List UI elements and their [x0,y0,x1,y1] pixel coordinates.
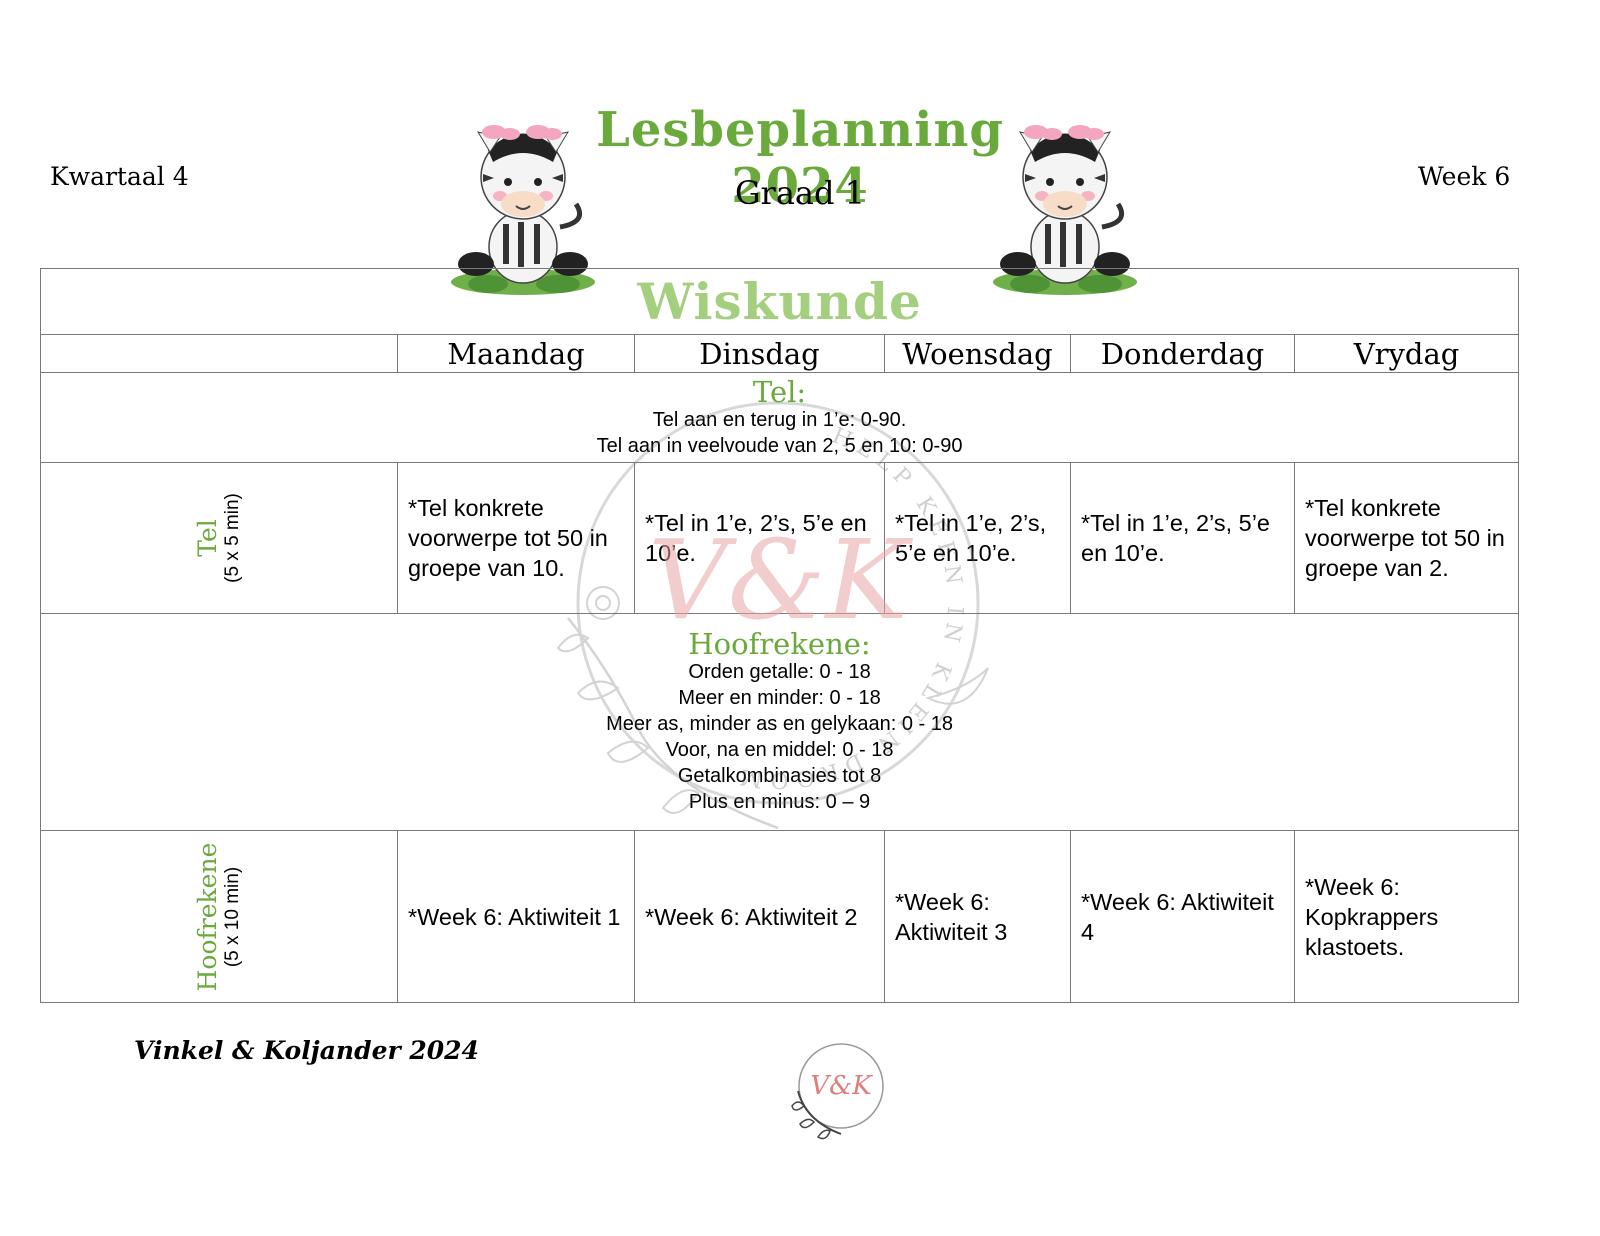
footer-credit: Vinkel & Koljander 2024 [134,1036,479,1065]
day-header-vrydag: Vrydag [1293,334,1520,373]
hoofrekene-banner-line: Plus en minus: 0 – 9 [688,791,871,813]
tel-banner-line: Tel aan in veelvoude van 2, 5 en 10: 0-9… [596,434,963,457]
hoofrekene-banner-line: Orden getalle: 0 - 18 [688,661,871,683]
row-label-duration: (5 x 5 min) [222,493,243,583]
hoofrekene-cell-maandag: *Week 6: Aktiwiteit 1 [397,830,635,1003]
tel-cell-dinsdag: *Tel in 1’e, 2’s, 5’e en 10’e. [634,462,885,614]
tel-banner-title: Tel: [752,374,807,409]
tel-banner-line: Tel aan en terug in 1’e: 0-90. [652,408,907,431]
header-corner-cell [40,334,398,373]
row-label-hoofrekene: Hoofrekene (5 x 10 min) [40,830,398,1003]
tel-cell-maandag: *Tel konkrete voorwerpe tot 50 in groepe… [397,462,635,614]
tel-cell-vrydag: *Tel konkrete voorwerpe tot 50 in groepe… [1293,462,1520,614]
subject-title: Wiskunde [39,268,1520,335]
hoofrekene-banner: Hoofrekene: Orden getalle: 0 - 18 Meer e… [39,613,1520,831]
grade-label: Graad 1 [734,174,866,212]
hoofrekene-banner-title: Hoofrekene: [688,627,871,661]
row-label-title: Tel [193,519,222,557]
hoofrekene-banner-line: Voor, na en middel: 0 - 18 [665,739,894,761]
row-label-tel: Tel (5 x 5 min) [40,462,398,614]
hoofrekene-banner-line: Meer en minder: 0 - 18 [678,687,881,709]
day-header-woensdag: Woensdag [884,334,1071,373]
tel-cell-donderdag: *Tel in 1’e, 2’s, 5’e en 10’e. [1070,462,1295,614]
tel-cell-woensdag: *Tel in 1’e, 2’s, 5’e en 10’e. [884,462,1071,614]
hoofrekene-banner-line: Meer as, minder as en gelykaan: 0 - 18 [606,713,953,735]
hoofrekene-cell-dinsdag: *Week 6: Aktiwiteit 2 [634,830,885,1003]
day-header-dinsdag: Dinsdag [634,334,885,373]
hoofrekene-cell-vrydag: *Week 6: Kopkrappers klastoets. [1293,830,1520,1003]
lesson-plan-table: Wiskunde Maandag Dinsdag Woensdag Donder… [39,268,1520,1003]
row-label-duration: (5 x 10 min) [222,866,243,967]
quarter-label: Kwartaal 4 [50,162,189,191]
day-header-donderdag: Donderdag [1070,334,1295,373]
tel-banner: Tel: Tel aan en terug in 1’e: 0-90. Tel … [39,372,1520,463]
day-header-maandag: Maandag [397,334,635,373]
week-label: Week 6 [1418,162,1511,191]
hoofrekene-cell-donderdag: *Week 6: Aktiwiteit 4 [1070,830,1295,1003]
hoofrekene-banner-line: Getalkombinasies tot 8 [677,765,882,787]
page-title: Lesbeplanning 2024 [596,102,1004,214]
hoofrekene-cell-woensdag: *Week 6: Aktiwiteit 3 [884,830,1071,1003]
footer-logo: V&K [791,1043,884,1140]
row-label-title: Hoofrekene [193,842,222,991]
svg-text:V&K: V&K [810,1071,873,1101]
